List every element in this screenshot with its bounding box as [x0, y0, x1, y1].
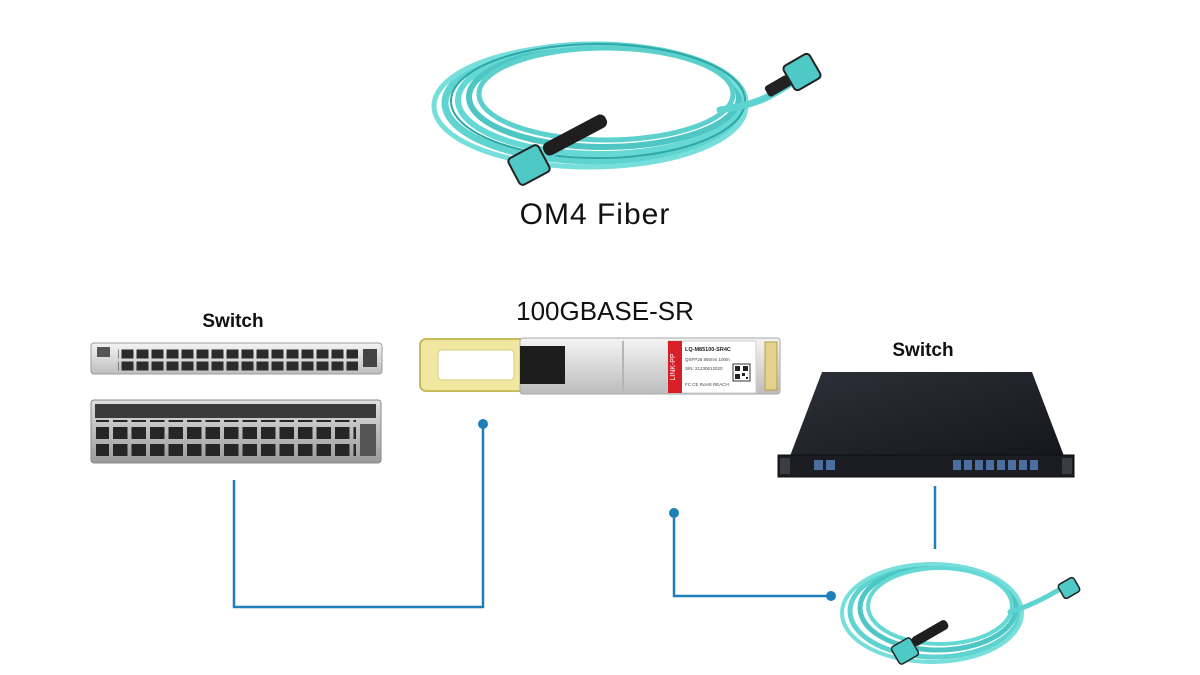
left-switch-bottom	[90, 399, 382, 464]
right-switch-label: Switch	[892, 340, 954, 361]
qsfp28-transceiver: LINK-PP LQ-M85100-SR4C QSFP28 850nm 100m…	[419, 337, 781, 395]
left-switch-top	[90, 342, 383, 375]
om4-fiber-title: OM4 Fiber	[519, 198, 671, 231]
mpo-connector-icon	[890, 620, 949, 665]
transceiver-serial: S/N: 21230612020	[685, 366, 723, 371]
connection-dot	[669, 508, 679, 518]
mpo-connector-icon	[507, 114, 608, 186]
transceiver-title: 100GBASE-SR	[516, 296, 694, 326]
left-switch-label: Switch	[202, 311, 264, 332]
om4-fiber-coil	[431, 41, 794, 172]
connection-lines	[232, 424, 937, 609]
transceiver-brand: LINK-PP	[670, 353, 677, 381]
transceiver-model: LQ-M85100-SR4C	[685, 347, 731, 353]
om4-fiber-coil-small	[840, 562, 1065, 664]
qr-code-icon	[732, 363, 751, 382]
connection-dot	[826, 591, 836, 601]
transceiver-spec: QSFP28 850nm 100m	[685, 357, 730, 362]
mpo-connector-icon	[764, 52, 822, 97]
connection-dot	[478, 419, 488, 429]
transceiver-marks: FC CE RoHS REACH	[685, 382, 729, 387]
mpo-connector-icon	[1057, 576, 1081, 600]
right-switch	[777, 372, 1075, 478]
